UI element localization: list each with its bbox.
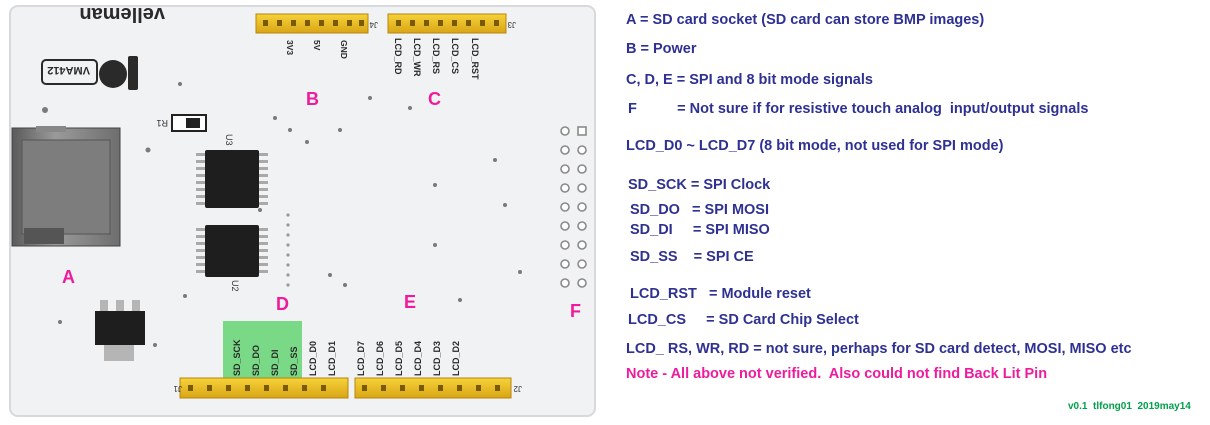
note-sd-ss: SD_SS = SPI CE <box>630 249 754 265</box>
lcd-high-pin-labels: LCD_D7 LCD_D6 LCD_D5 LCD_D4 LCD_D3 LCD_D… <box>356 341 461 376</box>
svg-text:LCD_RS: LCD_RS <box>431 38 441 74</box>
label-d: D <box>276 294 289 314</box>
voltage-regulator <box>95 300 145 361</box>
velleman-logo: velleman VMA412 <box>41 3 165 90</box>
svg-text:LCD_CS: LCD_CS <box>450 38 460 74</box>
pcb-board <box>9 5 596 417</box>
svg-text:J4: J4 <box>369 20 378 29</box>
note-sd-di: SD_DI = SPI MISO <box>630 222 770 238</box>
svg-text:J1: J1 <box>173 384 182 393</box>
label-a: A <box>62 267 75 287</box>
u2-chip: U2 <box>196 225 268 292</box>
note-a: A = SD card socket (SD card can store BM… <box>626 12 985 28</box>
version-stamp: v0.1 tlfong01 2019may14 <box>1068 401 1191 412</box>
note-lcd-data: LCD_D0 ~ LCD_D7 (8 bit mode, not used fo… <box>626 138 1004 154</box>
bottom-header-j2: J2 <box>354 377 522 399</box>
bottom-header-j1: J1 <box>173 377 349 399</box>
label-f: F <box>570 301 581 321</box>
label-c: C <box>428 89 441 109</box>
label-e: E <box>404 292 416 312</box>
svg-text:LCD_D7: LCD_D7 <box>356 341 366 376</box>
note-lcd-rst: LCD_RST = Module reset <box>630 286 811 302</box>
pin-label-gnd: GND <box>339 40 349 59</box>
sd-pins-highlight <box>223 321 302 378</box>
svg-text:SD_DI: SD_DI <box>270 349 280 376</box>
via-column <box>286 213 290 287</box>
pin-label-5v: 5V <box>312 40 322 51</box>
note-f: F = Not sure if for resistive touch anal… <box>628 101 1089 117</box>
pin-label-3v3: 3V3 <box>285 40 295 55</box>
svg-text:LCD_D2: LCD_D2 <box>451 341 461 376</box>
note-cde: C, D, E = SPI and 8 bit mode signals <box>626 72 873 88</box>
note-sd-sck: SD_SCK = SPI Clock <box>628 177 771 193</box>
svg-text:SD_DO: SD_DO <box>251 345 261 376</box>
svg-text:J3: J3 <box>507 20 516 29</box>
svg-text:LCD_D6: LCD_D6 <box>375 341 385 376</box>
region-labels: A B C D E F <box>62 89 581 321</box>
lcd-ctrl-pin-labels: LCD_RD LCD_WR LCD_RS LCD_CS LCD_RST <box>393 38 480 80</box>
vias <box>42 82 522 347</box>
sd-pin-labels: SD_SCK SD_DO SD_DI SD_SS <box>232 339 299 376</box>
svg-text:U2: U2 <box>230 280 240 292</box>
svg-text:LCD_D5: LCD_D5 <box>394 341 404 376</box>
board-image: velleman VMA412 R1 U3 <box>0 0 600 420</box>
note-disclaimer: Note - All above not verified. Also coul… <box>626 366 1048 382</box>
svg-text:LCD_RD: LCD_RD <box>393 38 403 75</box>
svg-text:LCD_D0: LCD_D0 <box>308 341 318 376</box>
brand-text: velleman <box>79 3 165 25</box>
svg-text:SD_SCK: SD_SCK <box>232 339 242 376</box>
control-header-j3: J3 <box>387 13 516 34</box>
part-code: VMA412 <box>47 64 90 76</box>
lcd-low-pin-labels: LCD_D0 LCD_D1 <box>308 341 337 376</box>
svg-text:R1: R1 <box>156 118 168 128</box>
note-lcd-cs: LCD_CS = SD Card Chip Select <box>628 312 859 328</box>
note-lcd-misc: LCD_ RS, WR, RD = not sure, perhaps for … <box>626 341 1132 357</box>
r1-resistor: R1 <box>156 114 207 132</box>
label-b: B <box>306 89 319 109</box>
f-header-holes <box>560 126 587 288</box>
svg-text:U3: U3 <box>224 134 234 146</box>
svg-text:SD_SS: SD_SS <box>289 346 299 376</box>
note-b: B = Power <box>626 41 697 57</box>
svg-text:LCD_D3: LCD_D3 <box>432 341 442 376</box>
power-pin-labels: 3V3 5V GND <box>285 40 349 59</box>
power-header-j4: J4 <box>255 13 378 34</box>
sd-card-socket <box>11 126 121 247</box>
u3-chip: U3 <box>196 134 268 208</box>
board-svg: velleman VMA412 R1 U3 <box>9 3 596 417</box>
svg-text:LCD_RST: LCD_RST <box>470 38 480 80</box>
note-sd-do: SD_DO = SPI MOSI <box>630 202 769 218</box>
svg-text:LCD_D1: LCD_D1 <box>327 341 337 376</box>
svg-text:LCD_WR: LCD_WR <box>412 38 422 77</box>
svg-text:LCD_D4: LCD_D4 <box>413 341 423 376</box>
svg-text:J2: J2 <box>513 384 522 393</box>
